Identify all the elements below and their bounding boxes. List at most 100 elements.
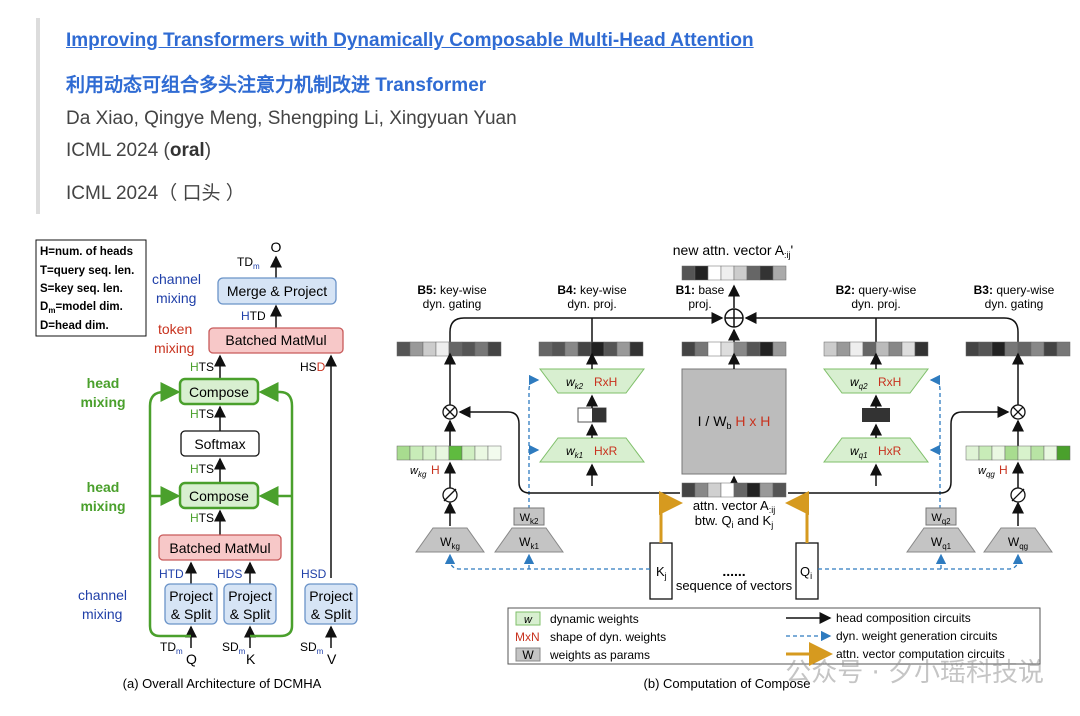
- project-split-v-box: [304, 583, 358, 625]
- svg-text:B5: key-wise: B5: key-wise: [417, 283, 487, 297]
- strip-cell: [849, 341, 864, 357]
- strip-cell: [746, 341, 761, 357]
- output-vector-strip: [681, 265, 787, 281]
- head-mixing-upper-2: mixing: [80, 394, 125, 410]
- svg-text:head composition circuits: head composition circuits: [836, 611, 971, 625]
- wk2-trapezoid: [539, 368, 645, 394]
- softmax-box: [180, 430, 260, 457]
- b5-output-strip: [396, 341, 502, 357]
- svg-text:I / Wb H x H: I / Wb H x H: [698, 413, 771, 431]
- strip-cell: [862, 341, 877, 357]
- svg-text:RxH: RxH: [878, 375, 901, 389]
- svg-text:H: H: [431, 463, 440, 477]
- hsd-upper: HSD: [300, 360, 326, 374]
- strip-cell: [707, 341, 722, 357]
- btw-label: btw. Qi and Kj: [695, 513, 773, 530]
- channel-mixing-bottom-1: channel: [78, 587, 127, 603]
- svg-text:Qi: Qi: [800, 564, 812, 581]
- head-mixing-lower-1: head: [87, 479, 120, 495]
- strip-cell: [1030, 341, 1045, 357]
- strip-cell: [681, 265, 696, 281]
- hts-2: HTS: [190, 407, 214, 421]
- svg-text:dyn. weight generation circuit: dyn. weight generation circuits: [836, 629, 997, 643]
- strip-cell: [577, 341, 592, 357]
- merge-project-box: [217, 277, 337, 305]
- input-q: Q: [186, 651, 197, 667]
- softmax-label: Softmax: [194, 436, 245, 452]
- strip-cell: [759, 341, 774, 357]
- strip-cell: [720, 265, 735, 281]
- token-mixing-2: mixing: [154, 340, 194, 356]
- svg-text:w: w: [524, 614, 533, 626]
- svg-text:Project: Project: [309, 588, 353, 604]
- wkg-dynamic-vector: [396, 445, 502, 461]
- strip-cell: [991, 445, 1006, 461]
- sequence-label: sequence of vectors: [676, 578, 793, 593]
- strip-cell: [746, 265, 761, 281]
- strip-cell: [694, 482, 709, 498]
- strip-cell: [875, 341, 890, 357]
- svg-text:Wk2: Wk2: [520, 512, 539, 526]
- strip-cell: [707, 265, 722, 281]
- svg-text:dyn. proj.: dyn. proj.: [567, 297, 616, 311]
- strip-cell: [1056, 341, 1071, 357]
- hds-lower: HDS: [217, 567, 242, 581]
- channel-mixing-top-1: channel: [152, 271, 201, 287]
- svg-text:Project: Project: [169, 588, 213, 604]
- svg-text:weights as params: weights as params: [549, 648, 650, 662]
- wk1-param: [494, 527, 564, 553]
- strip-cell: [487, 341, 502, 357]
- wq1-trapezoid: [823, 437, 929, 463]
- svg-text:dyn. gating: dyn. gating: [423, 297, 482, 311]
- svg-text:attn. vector computation circu: attn. vector computation circuits: [836, 647, 1005, 661]
- strip-cell: [681, 482, 696, 498]
- svg-text:wk1: wk1: [566, 444, 583, 460]
- compose-upper-label: Compose: [189, 384, 249, 400]
- strip-cell: [1004, 445, 1019, 461]
- sdm-v: SDm: [300, 640, 324, 656]
- svg-text:HxR: HxR: [878, 444, 902, 458]
- strip-cell: [965, 445, 980, 461]
- strip-cell: [1017, 341, 1032, 357]
- notation-legend: [35, 239, 147, 337]
- svg-text:H: H: [999, 463, 1008, 477]
- figure-b: new attn. vector A:ij' B5: key-wise dyn.…: [396, 242, 1071, 691]
- svg-text:Wq2: Wq2: [931, 512, 951, 526]
- b2-output-strip: [823, 341, 929, 357]
- strip-cell: [1004, 341, 1019, 357]
- wq1-param: [906, 527, 976, 553]
- compose-lower-label: Compose: [189, 488, 249, 504]
- b4-output-strip: [538, 341, 644, 357]
- batched-matmul-bottom-label: Batched MatMul: [169, 540, 270, 556]
- strip-cell: [629, 341, 644, 357]
- hts-3: HTS: [190, 462, 214, 476]
- svg-text:wq2: wq2: [850, 375, 868, 391]
- strip-cell: [733, 482, 748, 498]
- hsd-lower: HSD: [301, 567, 327, 581]
- project-split-k-box: [223, 583, 277, 625]
- sdm-q: TDm: [160, 640, 183, 656]
- wqg-param: [983, 527, 1053, 553]
- paper-authors: Da Xiao, Qingye Meng, Shengping Li, Xing…: [66, 108, 517, 129]
- paper-quote-block: Improving Transformers with Dynamically …: [36, 18, 1036, 214]
- strip-cell: [487, 445, 502, 461]
- svg-text:dyn. proj.: dyn. proj.: [851, 297, 900, 311]
- head-mixing-lower-2: mixing: [80, 498, 125, 514]
- strip-cell: [1030, 445, 1045, 461]
- channel-mixing-top-2: mixing: [156, 290, 196, 306]
- strip-cell: [720, 482, 735, 498]
- strip-cell: [759, 482, 774, 498]
- channel-mixing-bottom-2: mixing: [82, 606, 122, 622]
- paper-title-link[interactable]: Improving Transformers with Dynamically …: [66, 30, 754, 51]
- watermark: 公众号 · 夕小瑶科技说: [785, 658, 1044, 688]
- svg-text:RxH: RxH: [594, 375, 617, 389]
- batched-matmul-top-label: Batched MatMul: [225, 332, 326, 348]
- wqg-dynamic-vector: [965, 445, 1071, 461]
- strip-cell: [978, 341, 993, 357]
- svg-text:shape of dyn. weights: shape of dyn. weights: [550, 630, 666, 644]
- strip-cell: [836, 341, 851, 357]
- strip-cell: [1043, 445, 1058, 461]
- paper-venue: ICML 2024 (oral): [66, 140, 212, 161]
- svg-text:MxN: MxN: [515, 630, 540, 644]
- legend-s: S=key seq. len.: [40, 283, 123, 295]
